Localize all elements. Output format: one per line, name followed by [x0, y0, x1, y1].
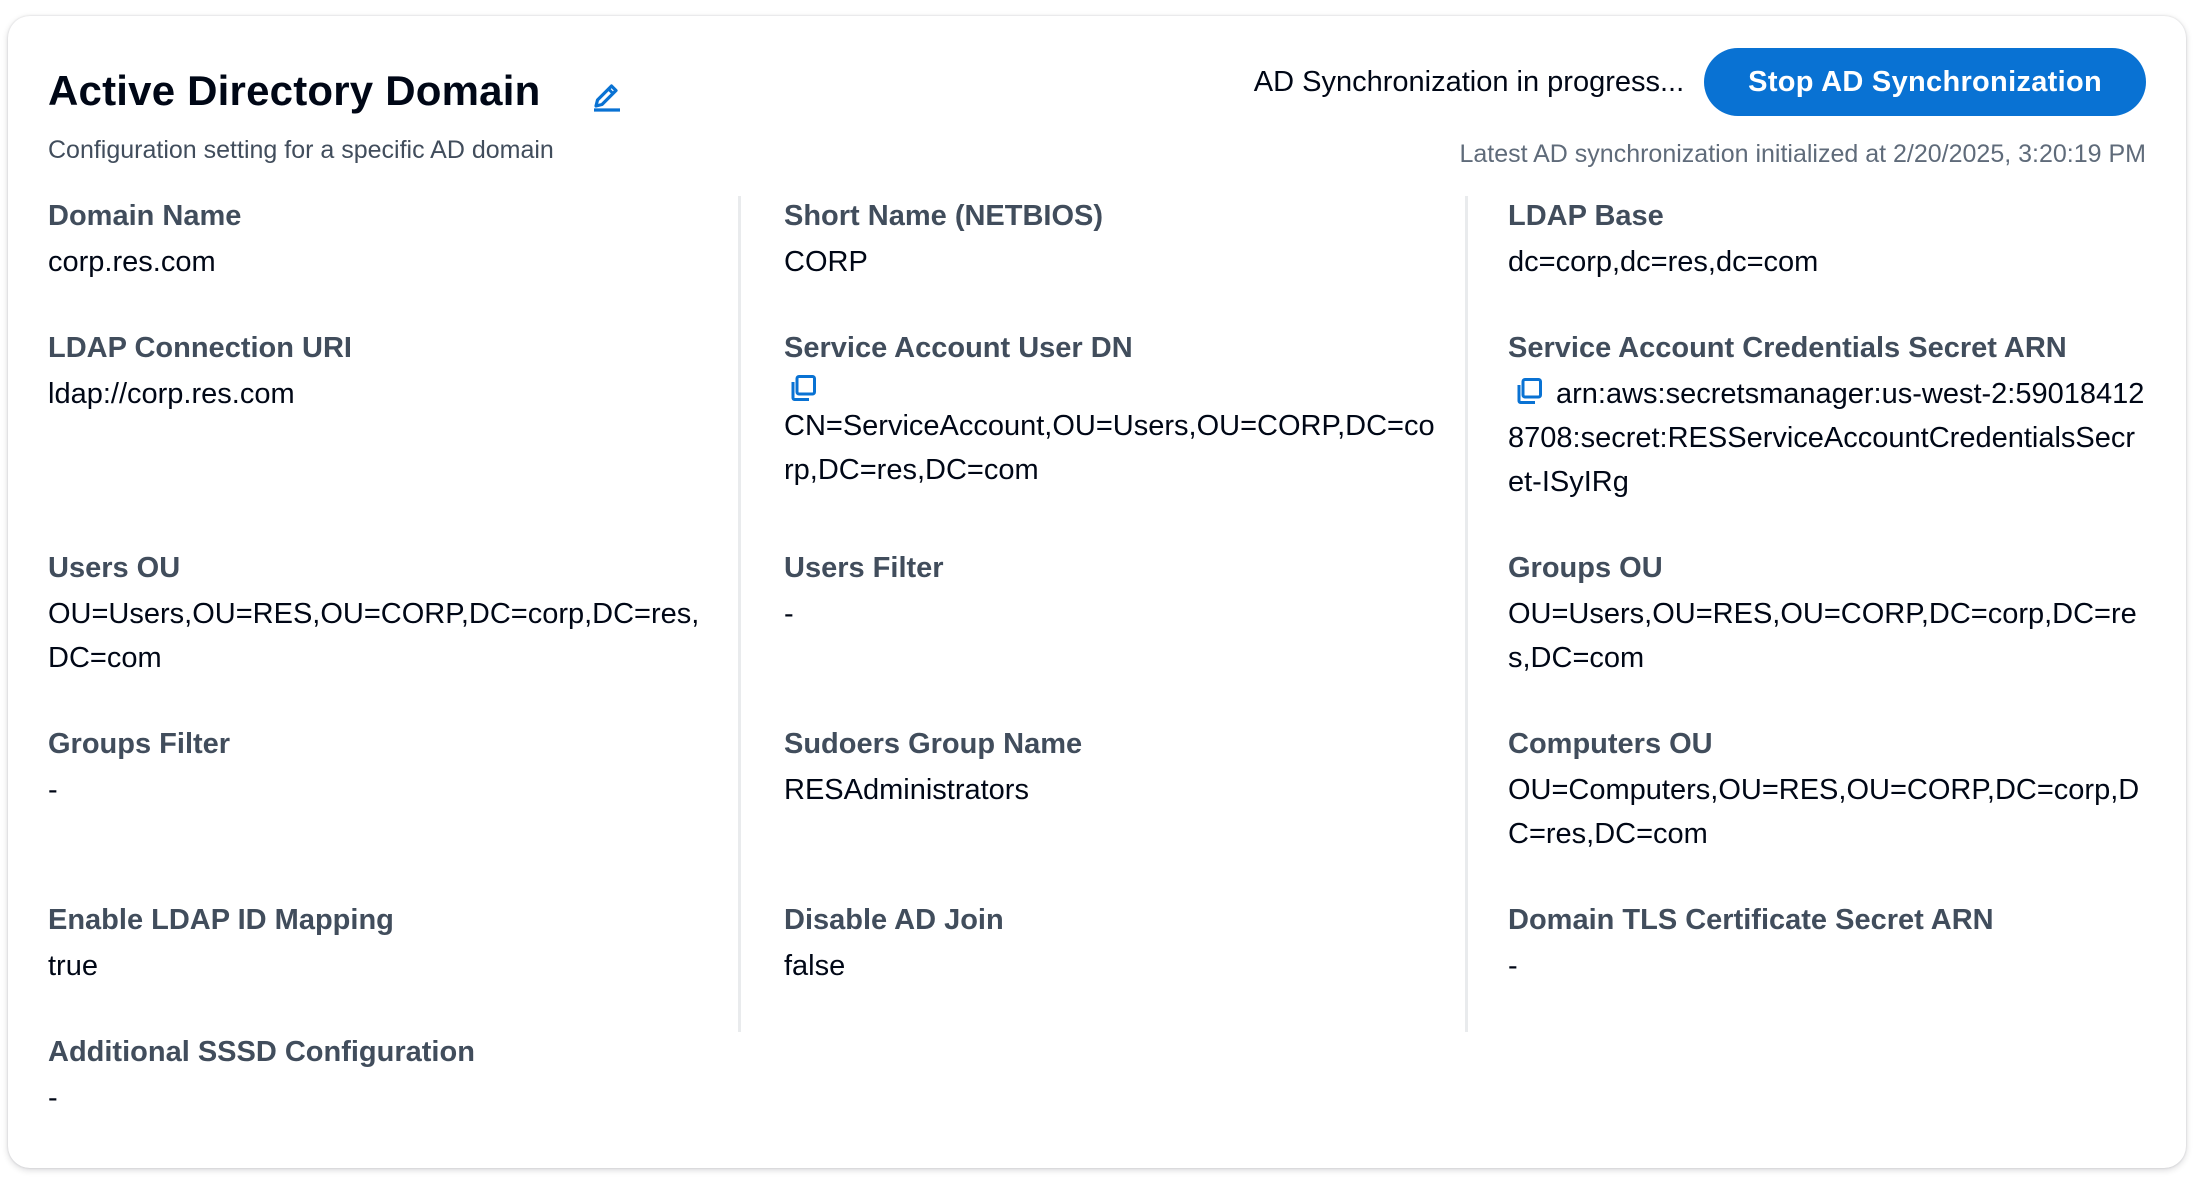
copy-glyph [791, 375, 816, 401]
edit-pencil-icon[interactable] [588, 77, 626, 115]
header-left: Active Directory Domain Configuration se… [48, 56, 626, 165]
field-value: OU=Users,OU=RES,OU=CORP,DC=corp,DC=res,D… [1508, 598, 2137, 674]
field-domain-name: Domain Name corp.res.com [48, 196, 738, 328]
field-value: - [784, 598, 794, 630]
field-value: - [1508, 950, 1518, 982]
field-row: LDAP Connection URI ldap://corp.res.com … [48, 328, 2146, 548]
field-value: false [784, 950, 846, 982]
field-computers-ou: Computers OU OU=Computers,OU=RES,OU=CORP… [1465, 724, 2146, 900]
page-title: Active Directory Domain [48, 67, 541, 114]
field-service-account-secret-arn: Service Account Credentials Secret ARN a… [1465, 328, 2146, 548]
field-value: corp.res.com [48, 246, 216, 278]
field-value: dc=corp,dc=res,dc=com [1508, 246, 1819, 278]
field-users-filter: Users Filter - [738, 548, 1465, 724]
field-label: Enable LDAP ID Mapping [48, 904, 394, 936]
field-enable-ldap-id-mapping: Enable LDAP ID Mapping true [48, 900, 738, 1032]
field-value: true [48, 950, 98, 982]
field-sudoers-group-name: Sudoers Group Name RESAdministrators [738, 724, 1465, 900]
field-label: Users Filter [784, 552, 944, 584]
field-users-ou: Users OU OU=Users,OU=RES,OU=CORP,DC=corp… [48, 548, 738, 724]
field-row: Domain Name corp.res.com Short Name (NET… [48, 196, 2146, 328]
field-label: Service Account Credentials Secret ARN [1508, 332, 2067, 364]
copy-icon[interactable] [788, 372, 818, 402]
field-row: Users OU OU=Users,OU=RES,OU=CORP,DC=corp… [48, 548, 2146, 724]
field-label: Groups Filter [48, 728, 231, 760]
field-service-account-user-dn: Service Account User DN CN=ServiceAccoun… [738, 328, 1465, 548]
field-disable-ad-join: Disable AD Join false [738, 900, 1465, 1032]
field-ldap-base: LDAP Base dc=corp,dc=res,dc=com [1465, 196, 2146, 328]
field-row: Additional SSSD Configuration - [48, 1032, 2146, 1152]
field-value: ldap://corp.res.com [48, 378, 295, 410]
field-value: CORP [784, 246, 868, 278]
header-right: AD Synchronization in progress... Stop A… [1254, 48, 2146, 169]
page-description: Configuration setting for a specific AD … [48, 136, 554, 164]
field-domain-tls-certificate-secret-arn: Domain TLS Certificate Secret ARN - [1465, 900, 2146, 1032]
field-label: Domain Name [48, 200, 242, 232]
field-value: OU=Computers,OU=RES,OU=CORP,DC=corp,DC=r… [1508, 774, 2140, 850]
field-label: Service Account User DN [784, 332, 1133, 364]
field-label: Short Name (NETBIOS) [784, 200, 1104, 232]
sync-status: AD Synchronization in progress... [1253, 65, 1685, 98]
field-short-name: Short Name (NETBIOS) CORP [738, 196, 1465, 328]
field-value: RESAdministrators [784, 774, 1029, 806]
field-value-wrap: arn:aws:secretsmanager:us-west-2:5901841… [1508, 372, 2146, 504]
field-value: - [48, 774, 58, 806]
field-label: Sudoers Group Name [784, 728, 1083, 760]
field-label: Groups OU [1508, 552, 1663, 584]
field-value-wrap: CN=ServiceAccount,OU=Users,OU=CORP,DC=co… [784, 372, 1435, 492]
title-row: Active Directory Domain [48, 56, 626, 126]
field-label: Additional SSSD Configuration [48, 1036, 475, 1068]
field-value: - [48, 1082, 58, 1114]
field-row: Enable LDAP ID Mapping true Disable AD J… [48, 900, 2146, 1032]
copy-glyph [1517, 378, 1542, 404]
edit-pencil-glyph [594, 84, 621, 112]
ad-domain-container: Active Directory Domain Configuration se… [8, 16, 2186, 1168]
field-label: Disable AD Join [784, 904, 1004, 936]
field-label: Users OU [48, 552, 181, 584]
field-label: Computers OU [1508, 728, 1713, 760]
field-value: CN=ServiceAccount,OU=Users,OU=CORP,DC=co… [784, 410, 1435, 486]
field-row: Groups Filter - Sudoers Group Name RESAd… [48, 724, 2146, 900]
sync-row: AD Synchronization in progress... Stop A… [1254, 48, 2146, 116]
field-value: arn:aws:secretsmanager:us-west-2:5901841… [1508, 378, 2145, 498]
field-additional-sssd-configuration: Additional SSSD Configuration - [48, 1032, 1448, 1152]
field-grid: Domain Name corp.res.com Short Name (NET… [48, 196, 2146, 1152]
copy-icon[interactable] [1514, 375, 1544, 405]
field-value: OU=Users,OU=RES,OU=CORP,DC=corp,DC=res,D… [48, 598, 700, 674]
stop-ad-sync-button[interactable]: Stop AD Synchronization [1704, 48, 2146, 116]
field-label: LDAP Connection URI [48, 332, 352, 364]
field-label: Domain TLS Certificate Secret ARN [1508, 904, 1994, 936]
field-groups-ou: Groups OU OU=Users,OU=RES,OU=CORP,DC=cor… [1465, 548, 2146, 724]
field-groups-filter: Groups Filter - [48, 724, 738, 900]
field-ldap-connection-uri: LDAP Connection URI ldap://corp.res.com [48, 328, 738, 548]
field-label: LDAP Base [1508, 200, 1664, 232]
sync-timestamp: Latest AD synchronization initialized at… [1459, 140, 2146, 168]
